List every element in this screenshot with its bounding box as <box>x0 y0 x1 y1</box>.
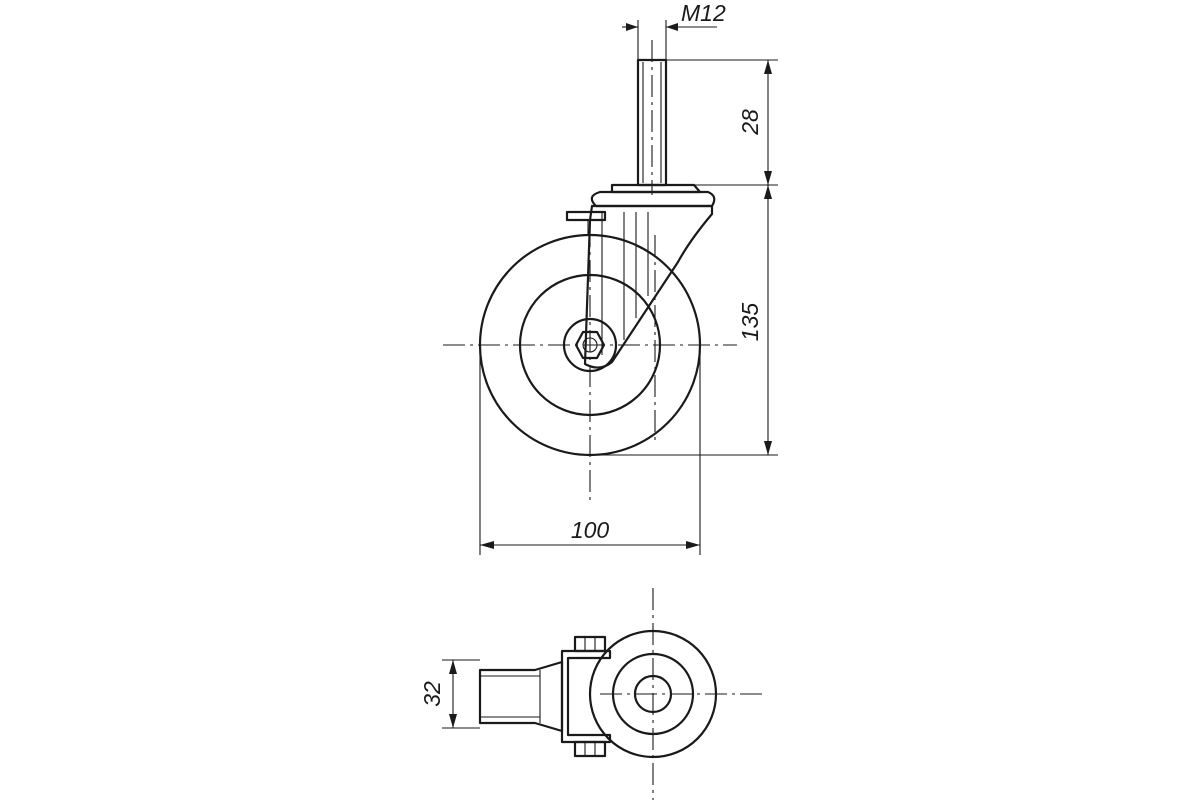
top-view: 32 <box>419 588 762 800</box>
dimension-label-thread: M12 <box>681 0 726 26</box>
dimension-label-height: 135 <box>737 303 763 342</box>
brake-lever <box>565 210 607 234</box>
dimension-total-height: 135 <box>590 185 778 456</box>
top-plate <box>590 183 716 208</box>
dimension-stem-length: 28 <box>612 59 778 186</box>
top-axle-nuts <box>573 635 607 758</box>
top-center-lines <box>600 588 762 800</box>
dimension-m12: M12 <box>622 0 726 60</box>
dimension-wheel-diameter: 100 <box>479 345 701 555</box>
dimension-wheel-width: 32 <box>419 659 480 729</box>
side-center-lines <box>443 40 737 503</box>
dimension-label-diameter: 100 <box>571 517 610 543</box>
top-wheel-body <box>478 660 564 733</box>
top-fork <box>560 649 612 744</box>
side-view: M12 28 135 100 <box>443 0 778 555</box>
dimension-label-width: 32 <box>419 681 445 707</box>
dimension-label-stem: 28 <box>737 109 763 136</box>
